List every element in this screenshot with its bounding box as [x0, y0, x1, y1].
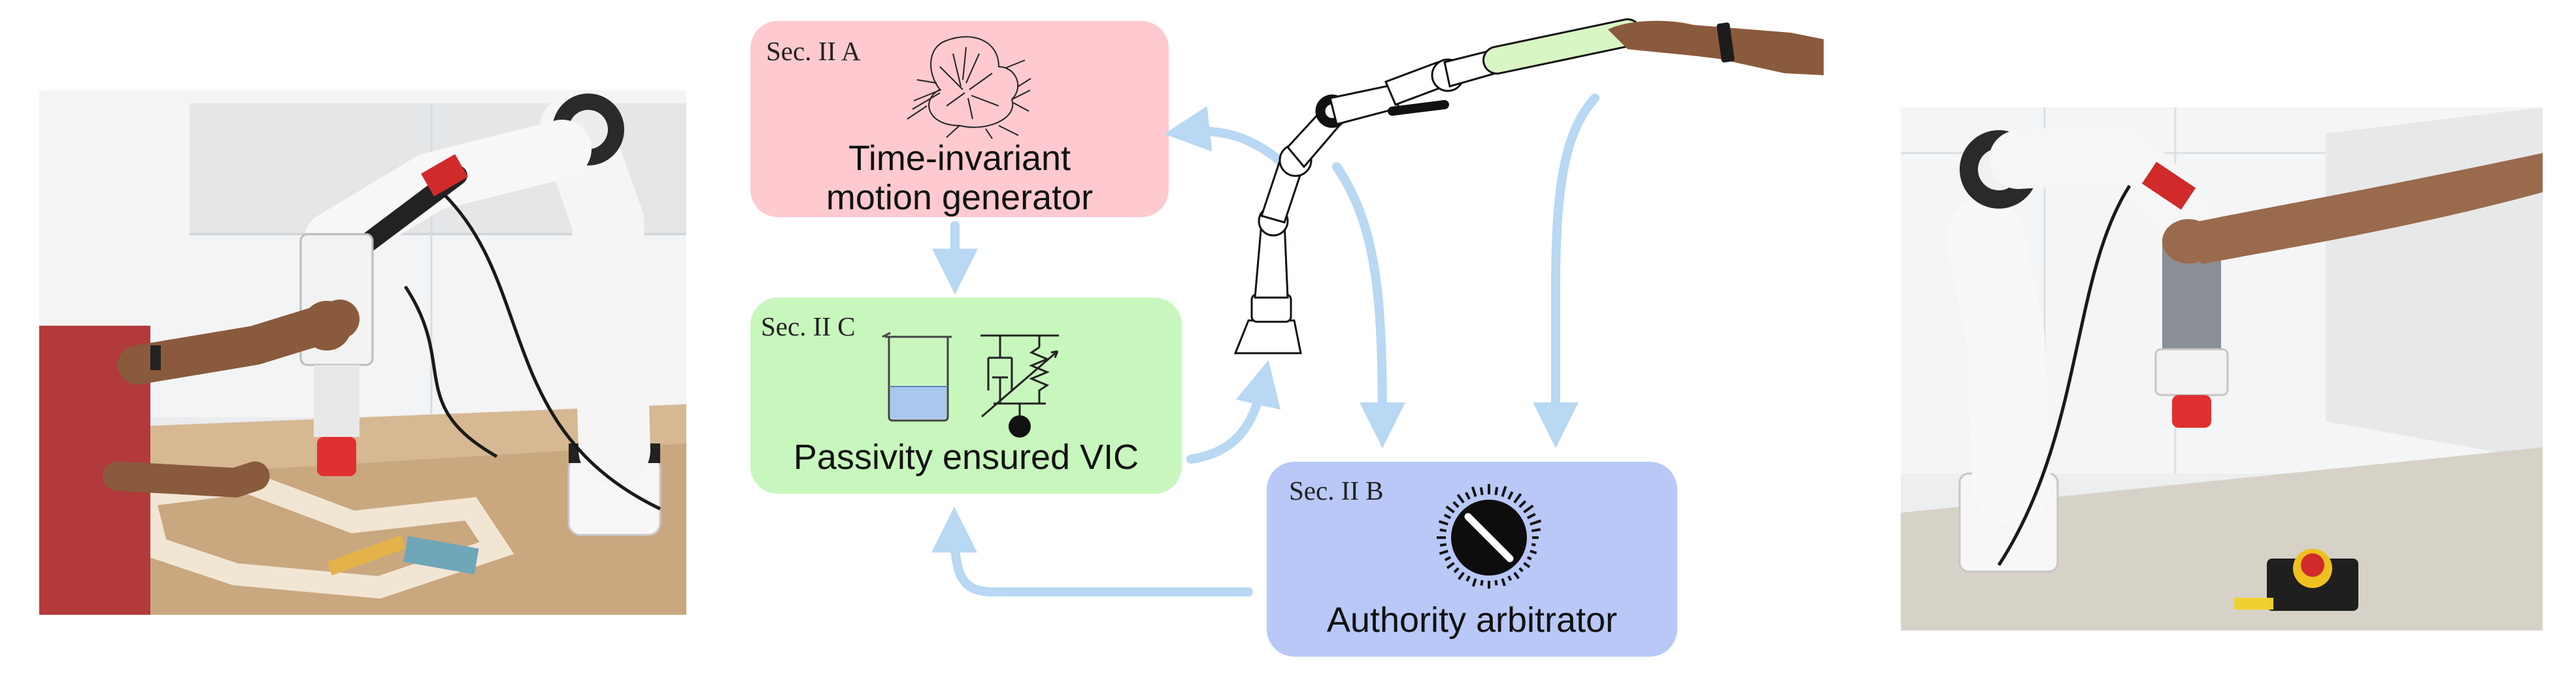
knob-tick: [1494, 487, 1499, 496]
knob-tick: [1531, 543, 1536, 547]
module-title: Time-invariant motion generator: [750, 139, 1169, 218]
knob-tick: [1456, 494, 1465, 504]
knob-tick: [1526, 556, 1532, 561]
knob-tick: [1526, 513, 1536, 519]
authority-knob-icon: [1437, 484, 1542, 589]
arrow-robot-to-motion: [1163, 106, 1291, 171]
knob-tick: [1439, 528, 1447, 532]
knob-tick: [1465, 492, 1471, 500]
knob-tick: [1471, 486, 1477, 497]
authority-arbitrator-module: Sec. II B Authority arbitrator: [1267, 462, 1677, 657]
knob-tick: [1531, 528, 1541, 532]
module-title: Passivity ensured VIC: [793, 438, 1139, 477]
knob-tick: [1444, 556, 1452, 562]
knob-tick: [1439, 543, 1447, 547]
knob-tick: [1471, 578, 1477, 587]
knob-tick: [1513, 572, 1520, 579]
robot-arm-icon: [1233, 18, 1824, 354]
arrow-human-to-arbitrator: [1533, 94, 1599, 449]
section-label: Sec. II B: [1289, 475, 1384, 506]
knob-tick: [1501, 578, 1506, 587]
knob-tick: [1480, 579, 1484, 586]
motion-generator-module: Sec. II A Time-invariant motion generato…: [750, 21, 1169, 217]
section-label: Sec. II C: [761, 311, 856, 341]
beaker-icon: [882, 332, 952, 422]
knob-tick: [1446, 562, 1455, 570]
knob-tick: [1452, 501, 1460, 508]
module-title: Authority arbitrator: [1326, 600, 1618, 640]
arrow-arbitrator-to-vic: [931, 506, 1253, 596]
knob-tick: [1530, 549, 1537, 555]
title-line-1: Time-invariant: [848, 139, 1071, 178]
damper-spring-icon: [980, 334, 1059, 438]
knob-tick: [1445, 505, 1455, 513]
passivity-vic-module: Sec. II C Passivity ensured VIC: [750, 298, 1182, 494]
knob-tick: [1530, 519, 1542, 526]
knob-tick: [1523, 562, 1531, 568]
title-line-2: motion generator: [826, 178, 1094, 218]
knob-tick: [1458, 572, 1465, 580]
knob-tick: [1501, 486, 1507, 497]
arrow-robot-to-arbitrator: [1332, 162, 1405, 449]
knob-tick: [1507, 575, 1513, 581]
arrow-vic-to-robot: [1186, 360, 1281, 464]
knob-tick: [1507, 491, 1514, 500]
knob-tick: [1479, 487, 1484, 496]
knob-tick: [1438, 520, 1448, 526]
photo-human-guided-robot-right: [1901, 107, 2543, 630]
knob-tick: [1518, 567, 1524, 573]
photo-human-guided-robot-left: [39, 90, 686, 615]
knob-tick: [1523, 504, 1534, 513]
knob-tick: [1453, 567, 1460, 574]
knob-tick: [1439, 549, 1448, 555]
knob-tick: [1513, 492, 1522, 504]
knob-tick: [1465, 575, 1471, 582]
knob-tick: [1443, 513, 1452, 519]
section-label: Sec. II A: [766, 36, 861, 66]
knob-tick: [1518, 500, 1527, 508]
attractor-landscape-icon: [907, 36, 1031, 139]
